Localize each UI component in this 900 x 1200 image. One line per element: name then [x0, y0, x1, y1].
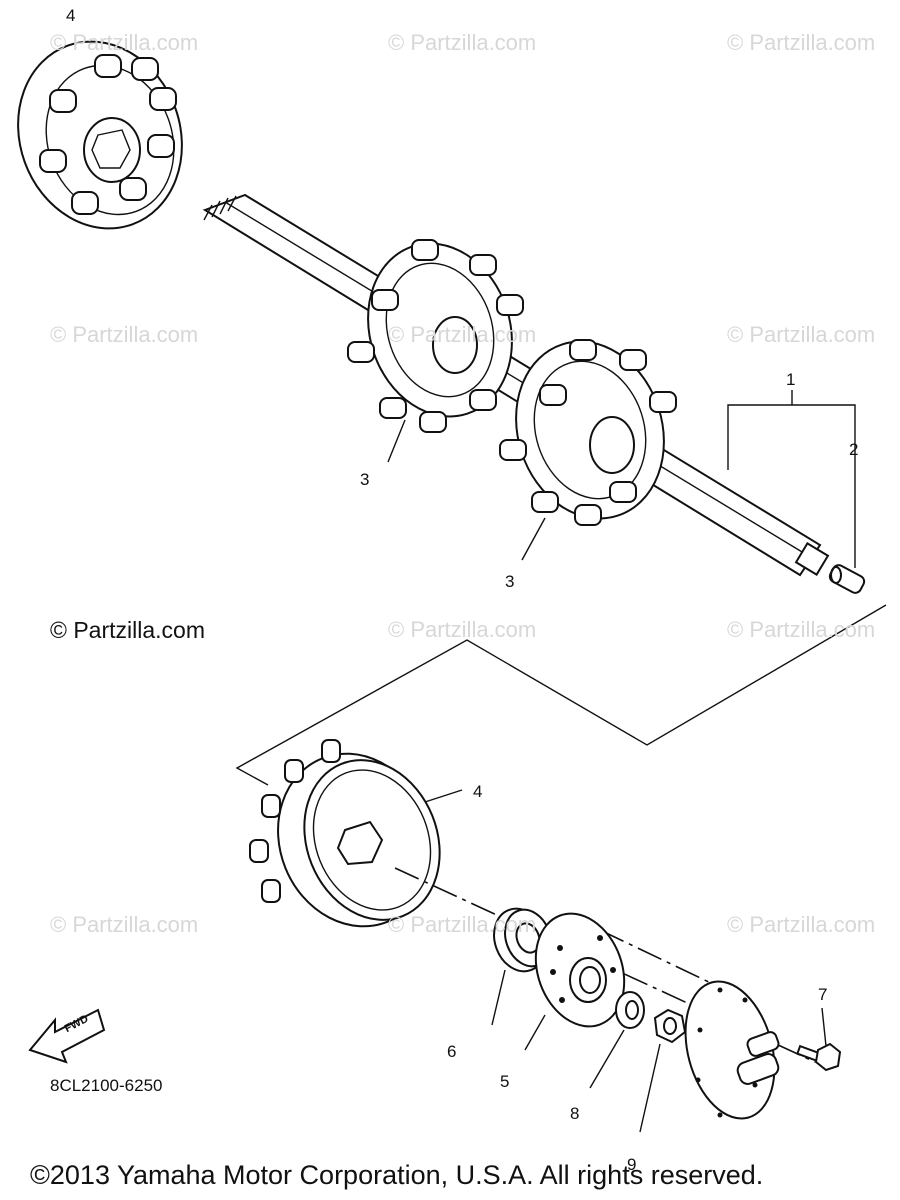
- watermark: © Partzilla.com: [388, 912, 537, 937]
- watermark: © Partzilla.com: [727, 30, 876, 55]
- drive-shaft: [202, 193, 830, 577]
- callout-8: 8: [570, 1104, 580, 1123]
- callout-2: 2: [849, 440, 859, 459]
- callout-1: 1: [786, 370, 796, 389]
- watermark: © Partzilla.com: [50, 912, 199, 937]
- watermark: © Partzilla.com: [50, 322, 199, 347]
- grease-nipple: [828, 564, 866, 594]
- watermark: © Partzilla.com: [727, 912, 876, 937]
- hub: [684, 980, 780, 1120]
- copyright-notice: ©2013 Yamaha Motor Corporation, U.S.A. A…: [30, 1160, 764, 1190]
- nut: [639, 1008, 687, 1133]
- callout-7: 7: [818, 985, 828, 1004]
- watermark: © Partzilla.com: [388, 617, 537, 642]
- callout-4-lower: 4: [473, 782, 483, 801]
- callout-4-top: 4: [66, 6, 76, 25]
- watermark-primary: © Partzilla.com: [50, 617, 205, 643]
- callout-leaders-top: [387, 390, 856, 568]
- sprocket-3b: [499, 339, 677, 526]
- callout-3-left: 3: [360, 470, 370, 489]
- watermark: © Partzilla.com: [388, 322, 537, 347]
- sprocket-wheel-top: [17, 40, 183, 230]
- watermark: © Partzilla.com: [388, 30, 537, 55]
- callout-6: 6: [447, 1042, 457, 1061]
- watermark: © Partzilla.com: [50, 30, 199, 55]
- bolt: [796, 1007, 842, 1072]
- assembly-reference-outline: [235, 604, 887, 786]
- callout-9: 9: [627, 1155, 637, 1174]
- drive-wheel-lower: [249, 739, 463, 928]
- sprocket-3a: [347, 239, 524, 433]
- callout-3-right: 3: [505, 572, 515, 591]
- bearing-housing: [524, 912, 626, 1051]
- watermark: © Partzilla.com: [727, 322, 876, 347]
- washer: [589, 991, 645, 1089]
- diagram-code: 8CL2100-6250: [50, 1076, 163, 1095]
- callout-5: 5: [500, 1072, 510, 1091]
- bearing: [491, 907, 552, 1026]
- watermark: © Partzilla.com: [727, 617, 876, 642]
- fwd-arrow-icon: [28, 1008, 106, 1064]
